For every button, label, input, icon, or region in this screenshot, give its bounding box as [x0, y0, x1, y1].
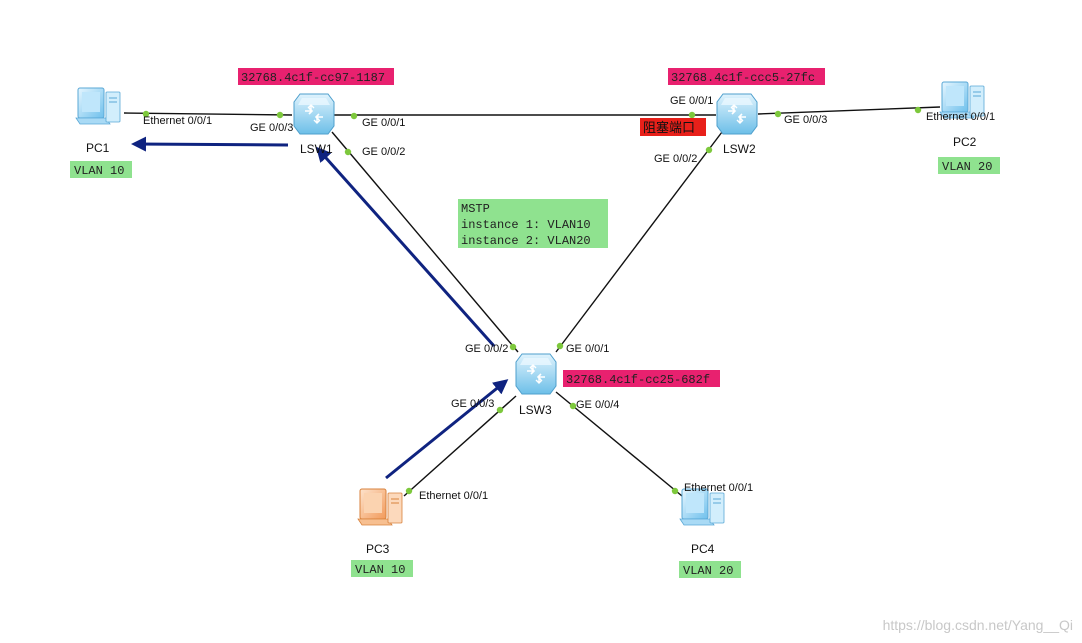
- pc4-node[interactable]: [679, 488, 725, 526]
- pc1-node[interactable]: [75, 87, 121, 125]
- port-dot-lsw3-g2[interactable]: [509, 343, 517, 351]
- port-dot-lsw2-g2[interactable]: [705, 146, 713, 154]
- port-label-lsw2-g2: GE 0/0/2: [654, 153, 697, 165]
- arrow-lsw1-to-pc1: [131, 136, 289, 152]
- port-dot-lsw2-g3[interactable]: [774, 110, 782, 118]
- port-dot-pc3-eth[interactable]: [405, 487, 413, 495]
- switch-icon: [515, 353, 557, 395]
- port-label-pc1-eth: Ethernet 0/0/1: [143, 115, 212, 127]
- port-label-pc4-eth: Ethernet 0/0/1: [684, 482, 753, 494]
- port-label-lsw1-g3: GE 0/0/3: [250, 122, 293, 134]
- port-dot-lsw3-g4[interactable]: [569, 402, 577, 410]
- port-label-lsw2-g3: GE 0/0/3: [784, 114, 827, 126]
- lsw3-name: LSW3: [519, 403, 552, 417]
- lsw2-node[interactable]: [716, 93, 758, 135]
- vlan-text-pc4: VLAN 20: [683, 564, 733, 578]
- pc-icon: [357, 488, 403, 526]
- port-dot-lsw2-g1[interactable]: [688, 111, 696, 119]
- port-label-lsw3-g1: GE 0/0/1: [566, 343, 609, 355]
- link-lsw2-lsw3: [555, 131, 723, 353]
- bridge-id-lsw3-text: 32768.4c1f-cc25-682f: [566, 373, 710, 387]
- link-lsw3-pc4: [555, 391, 683, 497]
- link-pc1-lsw1: [123, 112, 293, 116]
- watermark-text: https://blog.csdn.net/Yang__Qi: [883, 617, 1073, 633]
- port-dot-lsw1-g2[interactable]: [344, 148, 352, 156]
- lsw1-node[interactable]: [293, 93, 335, 135]
- links: [123, 106, 941, 497]
- link-lsw3-pc3: [403, 395, 517, 497]
- port-dot-lsw1-g3[interactable]: [276, 111, 284, 119]
- switch-icon: [716, 93, 758, 135]
- bridge-id-lsw1: 32768.4c1f-cc97-1187: [238, 68, 394, 85]
- bridge-id-lsw3: 32768.4c1f-cc25-682f: [563, 370, 720, 387]
- pc-icon: [679, 488, 725, 526]
- port-label-lsw1-g1: GE 0/0/1: [362, 117, 405, 129]
- lsw3-node[interactable]: [515, 353, 557, 395]
- bridge-id-lsw2: 32768.4c1f-ccc5-27fc: [668, 68, 825, 85]
- traffic-path-arrows: [131, 136, 509, 480]
- lsw1-name: LSW1: [300, 142, 333, 156]
- port-label-lsw3-g2: GE 0/0/2: [465, 343, 508, 355]
- pc3-name: PC3: [366, 542, 390, 556]
- port-label-pc2-eth: Ethernet 0/0/1: [926, 111, 995, 123]
- port-dot-pc4-eth[interactable]: [671, 487, 679, 495]
- arrow-pc3-to-lsw3: [385, 379, 509, 480]
- port-label-lsw3-g3: GE 0/0/3: [451, 398, 494, 410]
- port-dot-pc1-eth[interactable]: [142, 110, 150, 118]
- arrow-lsw3-to-lsw1: [316, 146, 496, 347]
- mstp-note-line3: instance 2: VLAN20: [461, 234, 591, 248]
- port-label-lsw1-g2: GE 0/0/2: [362, 146, 405, 158]
- mstp-note-line1: MSTP: [461, 202, 490, 216]
- link-lsw2-pc2: [757, 106, 941, 115]
- port-dot-pc2-eth[interactable]: [914, 106, 922, 114]
- vlan-badge-pc3: VLAN 10: [351, 560, 413, 577]
- blocked-port-badge: 阻塞端口: [640, 118, 706, 136]
- pc1-name: PC1: [86, 141, 110, 155]
- vlan-text-pc2: VLAN 20: [942, 160, 992, 174]
- pc4-name: PC4: [691, 542, 715, 556]
- vlan-text-pc3: VLAN 10: [355, 563, 405, 577]
- switch-icon: [293, 93, 335, 135]
- port-dots: [142, 106, 922, 495]
- vlan-badge-pc4: VLAN 20: [679, 561, 741, 578]
- link-lsw1-lsw3: [331, 131, 519, 353]
- port-label-lsw2-g1: GE 0/0/1: [670, 95, 713, 107]
- bridge-id-lsw1-text: 32768.4c1f-cc97-1187: [241, 71, 385, 85]
- bridge-id-lsw2-text: 32768.4c1f-ccc5-27fc: [671, 71, 815, 85]
- pc2-name: PC2: [953, 135, 977, 149]
- mstp-note: MSTP instance 1: VLAN10 instance 2: VLAN…: [458, 199, 608, 248]
- vlan-badge-pc2: VLAN 20: [938, 157, 1000, 174]
- lsw2-name: LSW2: [723, 142, 756, 156]
- port-label-pc3-eth: Ethernet 0/0/1: [419, 490, 488, 502]
- blocked-port-text: 阻塞端口: [643, 120, 695, 135]
- port-dot-lsw3-g1[interactable]: [556, 342, 564, 350]
- pc3-node[interactable]: [357, 488, 403, 526]
- pc-icon: [75, 87, 121, 125]
- port-label-lsw3-g4: GE 0/0/4: [576, 399, 619, 411]
- vlan-badge-pc1: VLAN 10: [70, 161, 132, 178]
- mstp-note-line2: instance 1: VLAN10: [461, 218, 591, 232]
- port-dot-lsw1-g1[interactable]: [350, 112, 358, 120]
- vlan-text-pc1: VLAN 10: [74, 164, 124, 178]
- port-dot-lsw3-g3[interactable]: [496, 406, 504, 414]
